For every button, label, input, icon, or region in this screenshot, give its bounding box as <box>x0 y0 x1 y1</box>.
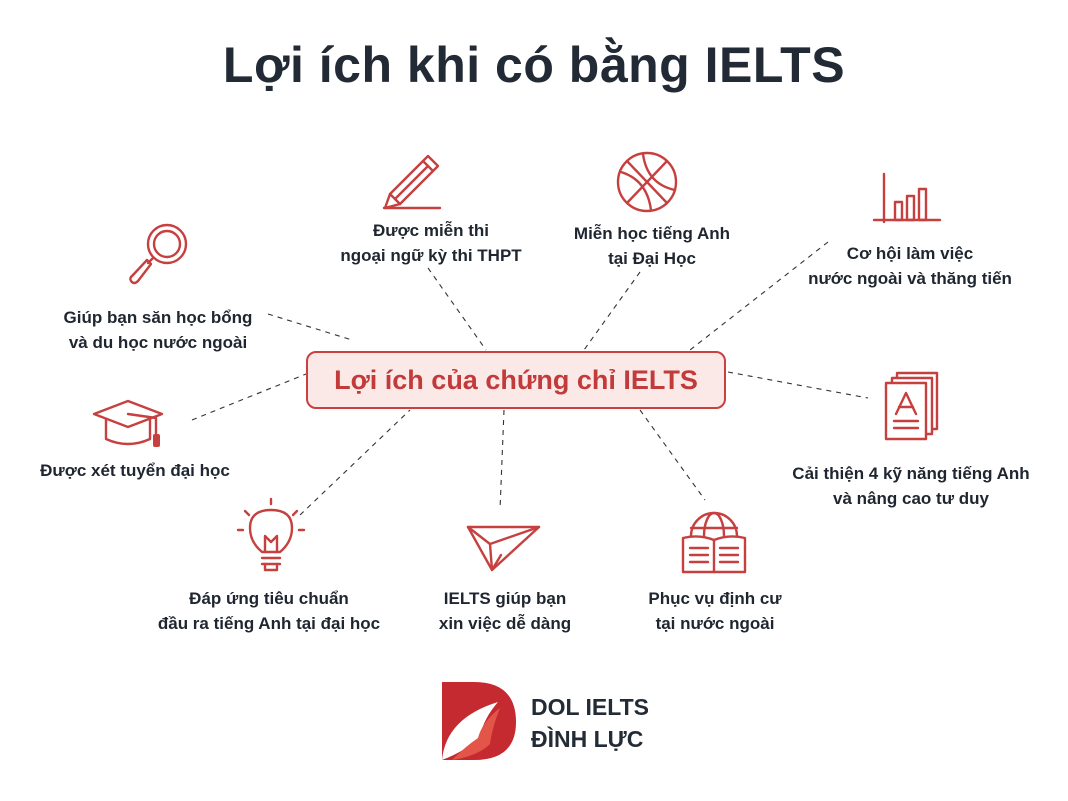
connector-line-settlement <box>639 409 706 501</box>
connector-line-job <box>499 409 505 511</box>
documents-icon <box>883 370 943 442</box>
page-title: Lợi ích khi có bằng IELTS <box>222 37 846 93</box>
bar-chart-icon <box>872 172 942 224</box>
globe-book-icon <box>679 510 749 576</box>
connector-line-scholarship <box>267 313 353 341</box>
paper-plane-icon <box>466 524 542 574</box>
benefit-label-output-standard: Đáp ứng tiêu chuẩn đầu ra tiếng Anh tại … <box>157 589 381 633</box>
graduation-cap-icon <box>92 398 172 450</box>
benefit-label-job: IELTS giúp bạn xin việc dễ dàng <box>438 589 572 633</box>
benefit-label-scholarship: Giúp bạn săn học bổng và du học nước ngo… <box>63 308 253 352</box>
basketball-icon <box>615 150 679 214</box>
benefit-label-exam-exemption: Được miễn thi ngoại ngữ kỳ thi THPT <box>340 221 522 265</box>
benefit-label-admission: Được xét tuyển đại học <box>40 461 230 480</box>
dol-logo-icon <box>438 678 520 767</box>
brand-line-1: DOL IELTS <box>531 694 649 720</box>
magnifier-icon <box>128 220 192 288</box>
brand-line-2: ĐÌNH LỰC <box>531 726 644 752</box>
benefit-label-university-english: Miễn học tiếng Anh tại Đại Học <box>573 224 731 268</box>
connector-line-standard <box>299 409 411 516</box>
center-topic-box: Lợi ích của chứng chỉ IELTS <box>306 351 726 409</box>
brand-name: DOL IELTS ĐÌNH LỰC <box>531 691 649 755</box>
center-topic-label: Lợi ích của chứng chỉ IELTS <box>334 364 698 395</box>
benefit-label-skills: Cải thiện 4 kỹ năng tiếng Anh và nâng ca… <box>792 464 1030 508</box>
lightbulb-icon <box>236 497 306 576</box>
connector-line-skills <box>727 371 869 399</box>
benefit-label-settlement: Phục vụ định cư tại nước ngoài <box>648 589 782 633</box>
benefit-label-work-abroad: Cơ hội làm việc nước ngoài và thăng tiến <box>808 244 1012 288</box>
connector-line-university-english <box>583 271 641 351</box>
pencil-icon <box>382 150 444 210</box>
connector-line-admission <box>191 373 307 421</box>
connector-line-exam <box>427 267 487 351</box>
